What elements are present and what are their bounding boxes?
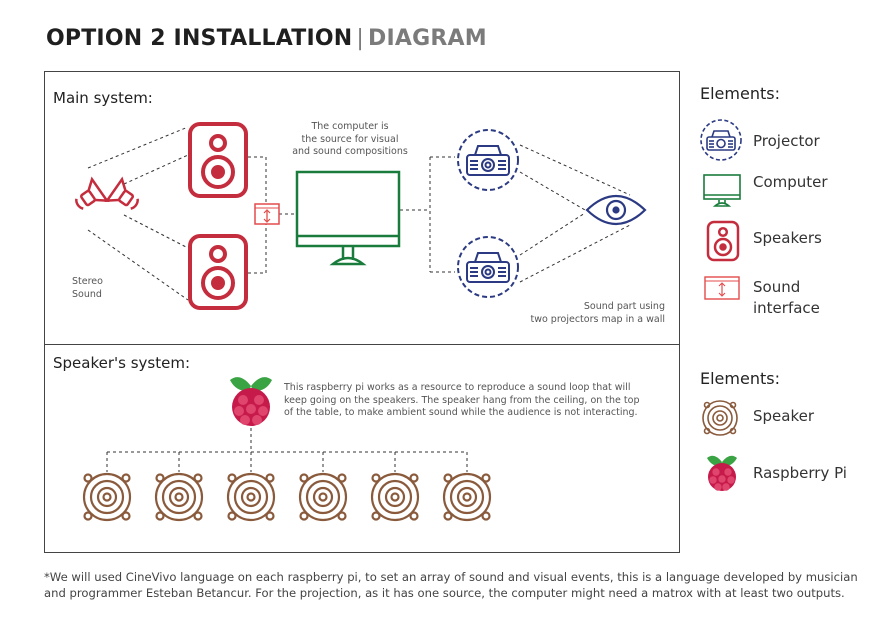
stereo-sound-note: Stereo Sound bbox=[72, 276, 103, 301]
connector-lines bbox=[87, 126, 631, 301]
computer-note: The computer is the source for visual an… bbox=[270, 121, 430, 159]
projector-note-line: two projectors map in a wall bbox=[530, 313, 665, 325]
speaker-top-icon bbox=[188, 122, 248, 198]
raspberry-note-line: keep going on the speakers. The speaker … bbox=[284, 394, 640, 406]
stereo-note-line: Stereo bbox=[72, 276, 103, 287]
speaker-icon bbox=[226, 472, 276, 522]
speaker-icon bbox=[442, 472, 492, 522]
projector-top-icon bbox=[457, 129, 519, 191]
speaker-bottom-icon bbox=[188, 234, 248, 310]
legend-sound-interface-label: Sound interface bbox=[753, 278, 820, 317]
speaker-icon bbox=[82, 472, 132, 522]
computer-icon bbox=[295, 170, 401, 266]
main-system-label: Main system: bbox=[53, 89, 153, 107]
speaker-icon bbox=[702, 400, 738, 436]
projector-bottom-icon bbox=[457, 236, 519, 298]
footnote-line: and programmer Esteban Betancur. For the… bbox=[44, 586, 845, 600]
raspberry-note-line: This raspberry pi works as a resource to… bbox=[284, 382, 631, 393]
computer-note-line: The computer is bbox=[311, 121, 389, 132]
stereo-sound-icon bbox=[75, 176, 139, 210]
title-separator: | bbox=[356, 26, 365, 51]
computer-note-line: the source for visual bbox=[301, 133, 399, 145]
sound-interface-icon bbox=[254, 203, 280, 225]
speaker-icon bbox=[154, 472, 204, 522]
footnote: *We will used CineVivo language on each … bbox=[44, 569, 858, 601]
speakers-system-label: Speaker's system: bbox=[53, 354, 190, 372]
legend-computer-label: Computer bbox=[753, 173, 828, 191]
speakers-system-panel bbox=[44, 344, 680, 553]
raspberry-note-line: of the table, to make ambient sound whil… bbox=[284, 407, 638, 418]
raspberry-note: This raspberry pi works as a resource to… bbox=[284, 382, 654, 420]
stereo-note-line: Sound bbox=[72, 288, 102, 300]
sound-interface-icon bbox=[704, 276, 740, 300]
eye-icon bbox=[585, 195, 647, 225]
title-main: OPTION 2 INSTALLATION bbox=[46, 26, 353, 51]
title-sub: DIAGRAM bbox=[368, 26, 487, 51]
speakers-icon bbox=[706, 220, 740, 262]
footnote-line: *We will used CineVivo language on each … bbox=[44, 570, 858, 584]
page-title: OPTION 2 INSTALLATION|DIAGRAM bbox=[46, 26, 487, 51]
computer-note-line: and sound compositions bbox=[292, 146, 408, 157]
computer-icon bbox=[703, 174, 741, 207]
raspberry-pi-icon bbox=[707, 455, 737, 491]
projector-icon bbox=[700, 119, 742, 161]
legend-speakers-title: Elements: bbox=[700, 369, 780, 388]
projector-note-line: Sound part using bbox=[583, 301, 665, 312]
speaker-icon bbox=[298, 472, 348, 522]
legend-main-icons bbox=[700, 119, 742, 300]
legend-speakers-icons bbox=[702, 400, 738, 491]
legend-projector-label: Projector bbox=[753, 132, 820, 150]
legend-speaker-label: Speaker bbox=[753, 407, 815, 425]
speaker-connector-lines bbox=[106, 428, 468, 472]
legend-raspberry-pi-label: Raspberry Pi bbox=[753, 464, 847, 482]
speaker-icon bbox=[370, 472, 420, 522]
legend-speakers-label: Speakers bbox=[753, 229, 822, 247]
raspberry-pi-icon bbox=[230, 377, 272, 426]
legend-main-title: Elements: bbox=[700, 84, 780, 103]
projector-note: Sound part using two projectors map in a… bbox=[500, 301, 665, 326]
speaker-row bbox=[82, 472, 492, 522]
